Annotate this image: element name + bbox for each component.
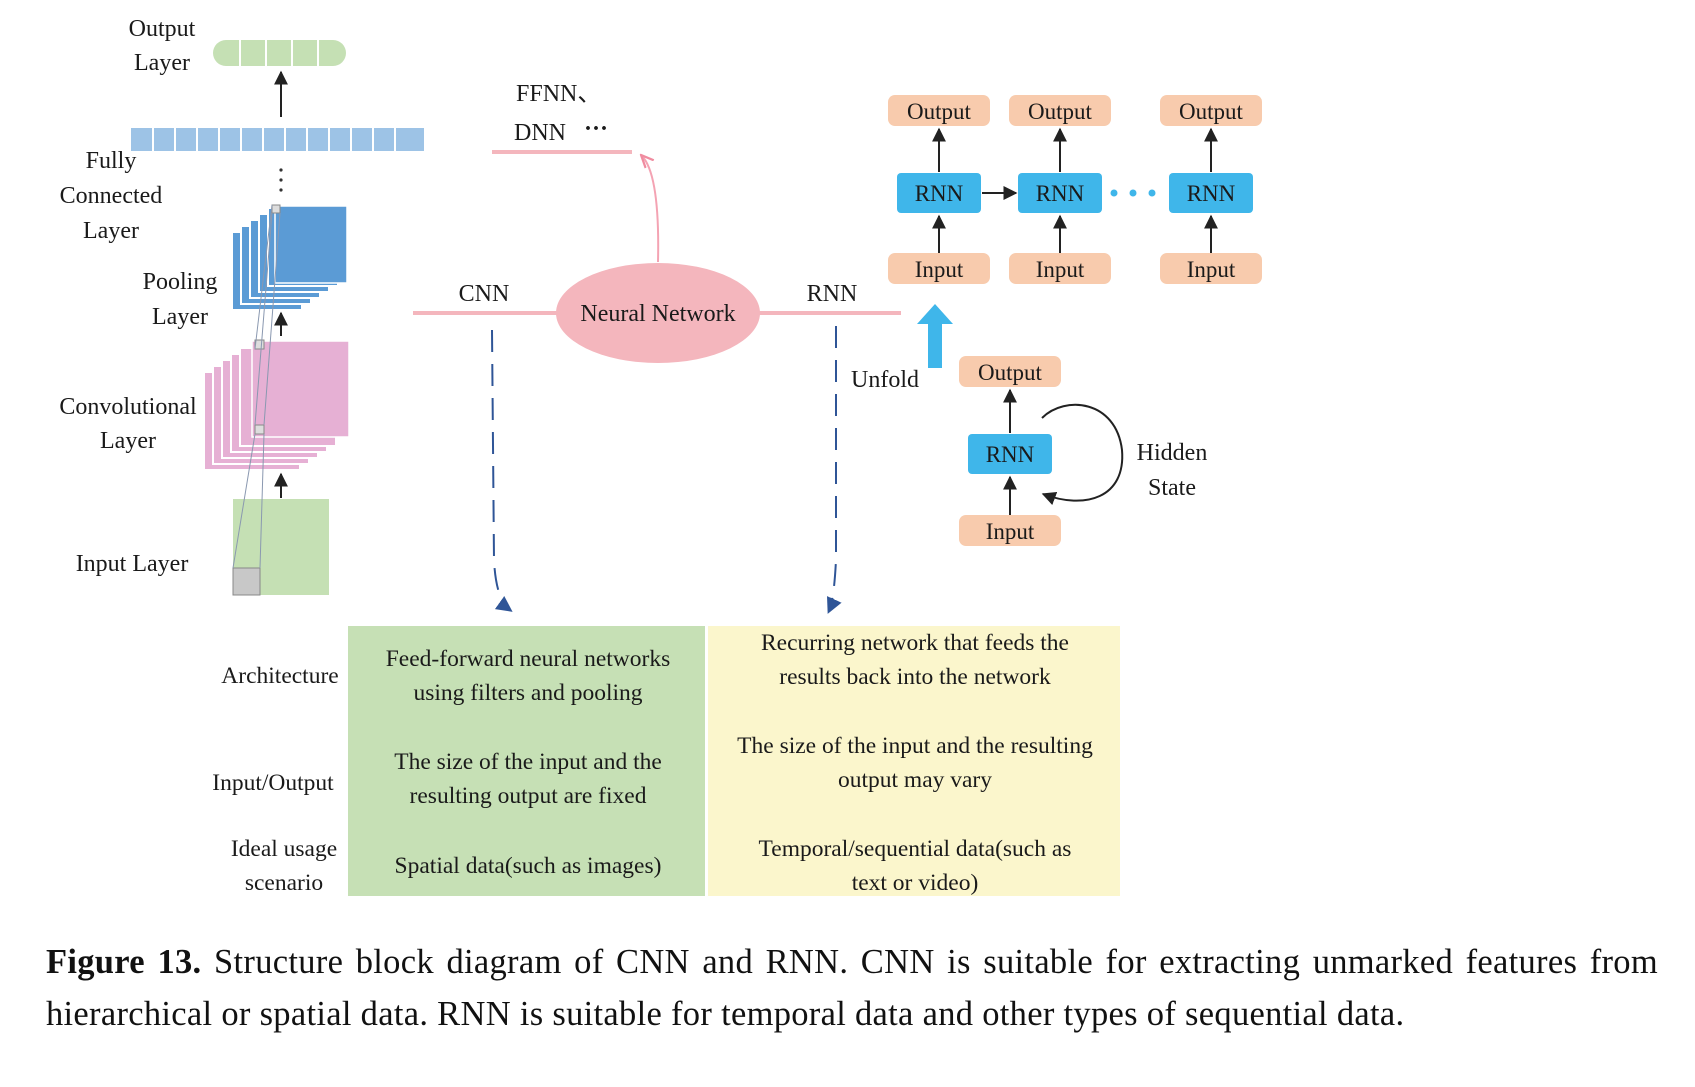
unfolded-input-box-2 xyxy=(1009,253,1111,284)
folded-rnn-cell xyxy=(968,434,1052,474)
unfolded-output-label-3: Output xyxy=(1179,99,1244,124)
fully-connected-label-1: Fully xyxy=(86,148,137,174)
unfold-arrow xyxy=(917,304,953,368)
pooling-feature-maps xyxy=(231,204,348,311)
input-layer-label: Input Layer xyxy=(76,551,189,577)
convolutional-label-2: Layer xyxy=(100,428,156,454)
unfolded-rnn-label-1: RNN xyxy=(915,181,964,206)
row-label-ideal-usage-2: scenario xyxy=(245,870,323,896)
comparison-table: Architecture Input/Output Ideal usage sc… xyxy=(212,626,1120,896)
unfolded-rnn-cell-2 xyxy=(1018,173,1102,213)
fully-connected-label-3: Layer xyxy=(83,218,139,244)
figure-caption-text: Structure block diagram of CNN and RNN. … xyxy=(46,943,1658,1033)
unfolded-rnn-label-2: RNN xyxy=(1036,181,1085,206)
cnn-branch-label: CNN xyxy=(459,281,510,307)
unfolded-rnn-cell-1 xyxy=(897,173,981,213)
cnn-architecture-line-1: Feed-forward neural networks xyxy=(386,646,671,672)
cnn-layer-stack: Output Layer Fully Connected Layer xyxy=(59,16,424,596)
rnn-architecture-line-1: Recurring network that feeds the xyxy=(761,630,1069,656)
cnn-column-background xyxy=(348,626,705,896)
row-label-architecture: Architecture xyxy=(221,663,338,689)
unfolded-output-label-2: Output xyxy=(1028,99,1093,124)
unfolded-rnn-label-3: RNN xyxy=(1187,181,1236,206)
row-label-input-output: Input/Output xyxy=(212,770,334,796)
cnn-io-line-2: resulting output are fixed xyxy=(410,783,647,809)
output-layer-label-1: Output xyxy=(129,16,196,42)
folded-rnn-label: RNN xyxy=(986,442,1035,467)
rnn-branch-label: RNN xyxy=(807,281,858,307)
figure-caption-label: Figure 13. xyxy=(46,943,202,981)
figure-caption: Figure 13. Structure block diagram of CN… xyxy=(46,936,1658,1040)
cnn-io-line-1: The size of the input and the xyxy=(394,749,662,775)
hidden-state-label-1: Hidden xyxy=(1137,440,1208,466)
rnn-column-background xyxy=(708,626,1120,896)
unfold-label: Unfold xyxy=(851,367,919,393)
dnn-ellipsis: ··· xyxy=(584,116,608,142)
fully-connected-bar xyxy=(131,128,424,151)
rnn-io-line-1: The size of the input and the resulting xyxy=(737,733,1093,759)
hidden-state-loop-arrow xyxy=(1041,403,1124,506)
convolutional-label-1: Convolutional xyxy=(59,394,197,420)
folded-output-label: Output xyxy=(978,360,1043,385)
neural-network-hub: Neural Network CNN RNN FFNN、 DNN ··· xyxy=(413,81,901,614)
unfolded-output-box-1 xyxy=(888,95,990,126)
dnn-label: DNN xyxy=(514,120,566,146)
rnn-io-line-2: output may vary xyxy=(838,767,992,793)
folded-output-box xyxy=(959,356,1061,387)
neural-network-node xyxy=(556,263,760,363)
unfolded-input-box-3 xyxy=(1160,253,1262,284)
rnn-usage-line-1: Temporal/sequential data(such as xyxy=(759,836,1072,862)
unfolded-output-box-3 xyxy=(1160,95,1262,126)
unfolded-input-label-3: Input xyxy=(1187,257,1236,282)
unfolded-output-label-1: Output xyxy=(907,99,972,124)
rnn-unfolded: Output RNN Input Output RNN Input Output… xyxy=(888,95,1262,284)
pooling-label-2: Layer xyxy=(152,304,208,330)
unfolded-continuation-dots xyxy=(1110,189,1156,197)
cnn-usage-line-1: Spatial data(such as images) xyxy=(395,853,662,879)
row-label-ideal-usage-1: Ideal usage xyxy=(231,836,337,862)
cnn-dashed-connector xyxy=(491,329,513,612)
hub-to-ffnn-arrow xyxy=(642,156,660,263)
receptive-field-connectors xyxy=(232,204,281,569)
folded-input-label: Input xyxy=(986,519,1035,544)
folded-input-box xyxy=(959,515,1061,546)
rnn-architecture-line-2: results back into the network xyxy=(779,664,1051,690)
convolutional-feature-maps xyxy=(203,339,350,471)
rnn-usage-line-2: text or video) xyxy=(852,870,979,896)
pooling-label-1: Pooling xyxy=(143,269,218,295)
output-layer-label-2: Layer xyxy=(134,50,190,76)
fully-connected-label-2: Connected xyxy=(60,183,163,209)
unfolded-input-box-1 xyxy=(888,253,990,284)
neural-network-label: Neural Network xyxy=(580,301,735,327)
vertical-ellipsis xyxy=(279,168,283,192)
rnn-folded: Unfold Output RNN Input Hidden State xyxy=(851,304,1207,546)
unfolded-input-label-2: Input xyxy=(1036,257,1085,282)
rnn-dashed-connector xyxy=(827,326,842,614)
unfolded-output-box-2 xyxy=(1009,95,1111,126)
cnn-architecture-line-2: using filters and pooling xyxy=(413,680,642,706)
output-layer-bar xyxy=(213,40,346,66)
input-receptive-field xyxy=(232,567,261,596)
ffnn-label: FFNN、 xyxy=(516,81,601,107)
unfolded-input-label-1: Input xyxy=(915,257,964,282)
unfolded-rnn-cell-3 xyxy=(1169,173,1253,213)
hidden-state-label-2: State xyxy=(1148,475,1196,501)
cnn-rnn-diagram: Output Layer Fully Connected Layer xyxy=(59,16,1262,896)
